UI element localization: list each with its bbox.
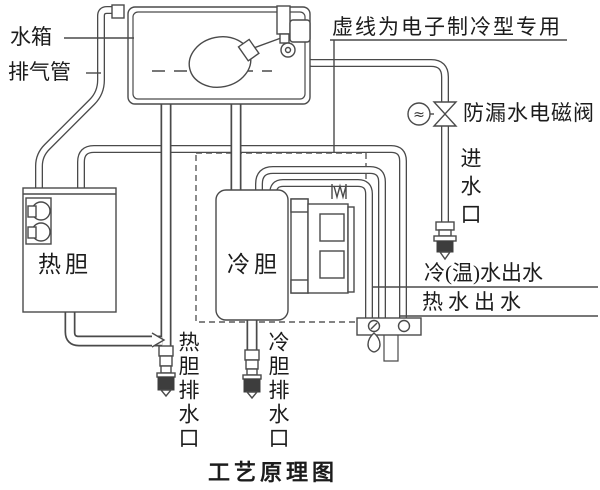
hot-drain-neck [160,365,172,374]
faucet-body [356,317,422,336]
cold-drain-flange [242,374,262,380]
solenoid-valve-symbol: ≈ [407,101,458,127]
hot-drain-collar2 [159,355,173,367]
cooling-wires-icon [331,183,347,200]
hot-faucet-valve [397,319,411,333]
hot-tank-label: 热胆 [38,252,92,277]
inlet-fitting-cap [436,240,454,253]
cold-tank-label: 冷胆 [227,252,281,277]
exhaust-pipe-label: 排气管 [8,60,71,84]
inlet-fitting-tip [438,251,452,261]
solenoid-valve-label: 防漏水电磁阀 [463,101,595,125]
dashed-note-label: 虚线为电子制冷型专用 [332,15,562,39]
inlet-fitting-collar [435,221,455,231]
water-tank-label: 水箱 [10,25,52,49]
faucet-spout [383,335,399,362]
hot-drain-cap [157,376,175,391]
solenoid-coil-icon: ≈ [413,107,425,123]
inlet-fitting [433,221,457,261]
hot-drain-tip [159,389,173,398]
drain-junction [151,332,166,348]
hot-drain-fitting [156,345,176,398]
cold-drain-neck [246,368,258,376]
water-inlet-label: 进水口 [458,147,483,231]
water-tank-inner-wall [132,11,306,100]
cold-faucet-valve-slash [370,322,378,330]
thermostat-terminal-upper [27,205,37,218]
leader-lines [64,37,598,317]
water-tank [111,4,311,105]
hot-drain-flange [156,372,176,378]
faucet-drop [367,332,381,353]
cooling-plate-top-flange [290,198,309,213]
exhaust-joint [111,4,125,19]
cold-drain-collar2 [245,359,259,370]
hot-tank-feed-pipe [70,312,162,341]
diagram-title: 工艺原理图 [208,460,339,485]
cold-tank-drain-label: 冷胆排水口 [266,331,291,451]
inlet-fitting-flange [433,235,457,242]
heatsink-side-plate [347,206,355,293]
float-valve-bracket [276,5,291,35]
valve-body-lower [432,112,458,127]
peltier-element-upper [319,213,345,242]
cold-drain-cap [243,378,261,393]
float-valve-nut-center [284,46,292,54]
cold-drain-tip [245,391,259,400]
inlet-elbow [289,19,311,43]
cooling-plate-bottom-flange [290,279,309,294]
cold-drain-collar [244,349,260,361]
hot-tank-drain-label: 热胆排水口 [176,331,201,451]
faucet-assembly [356,317,422,362]
cold-warm-outlet-label: 冷(温)水出水 [424,261,543,285]
valve-body-upper [432,101,458,116]
float-valve-link [279,33,290,44]
inlet-pipe-upper-core [299,44,445,103]
hot-drain-collar [158,345,174,357]
hot-tank [22,187,117,313]
pipes [39,10,445,372]
cooling-plate [290,198,309,294]
inlet-fitting-neck [438,229,452,237]
cooling-module [290,183,355,294]
cold-tank-outline [215,189,289,321]
peltier-element-lower [319,250,345,279]
float-pivot [237,38,260,62]
inlet-pipe-upper [299,44,445,103]
thermostat-terminal-lower [27,226,37,239]
cold-drain-fitting [242,349,262,400]
hot-outlet-label: 热水出水 [422,290,526,314]
